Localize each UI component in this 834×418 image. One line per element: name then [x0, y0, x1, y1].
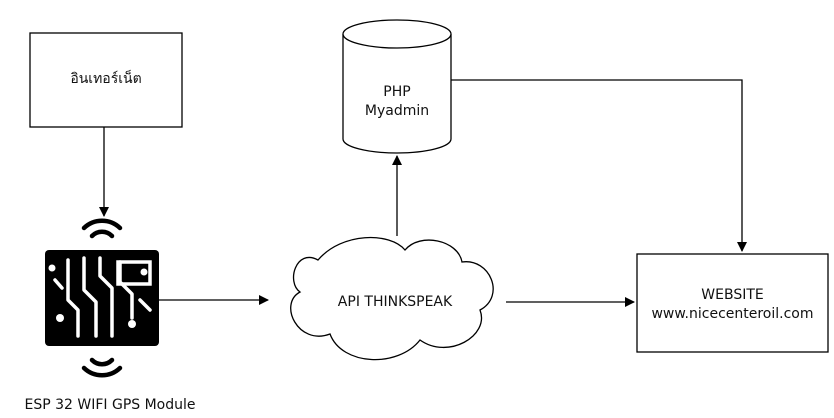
- website-label-line1: WEBSITE: [701, 287, 764, 303]
- esp-module-label: ESP 32 WIFI GPS Module: [24, 397, 196, 413]
- internet-box: [29, 32, 183, 128]
- arrow-database-to-website: [451, 79, 747, 252]
- website-box: [636, 253, 829, 353]
- cloud-shape: [290, 236, 494, 361]
- website-label-line2: www.nicecenteroil.com: [651, 306, 814, 322]
- database-cylinder: [342, 19, 452, 154]
- internet-label: อินเทอร์เน็ต: [70, 71, 142, 87]
- wifi-signal-icon: [81, 218, 123, 378]
- database-label-line2: Myadmin: [364, 103, 430, 119]
- database-label-line1: PHP: [383, 84, 411, 100]
- circuit-board-icon: [45, 250, 159, 346]
- cloud-label: API THINKSPEAK: [337, 294, 453, 310]
